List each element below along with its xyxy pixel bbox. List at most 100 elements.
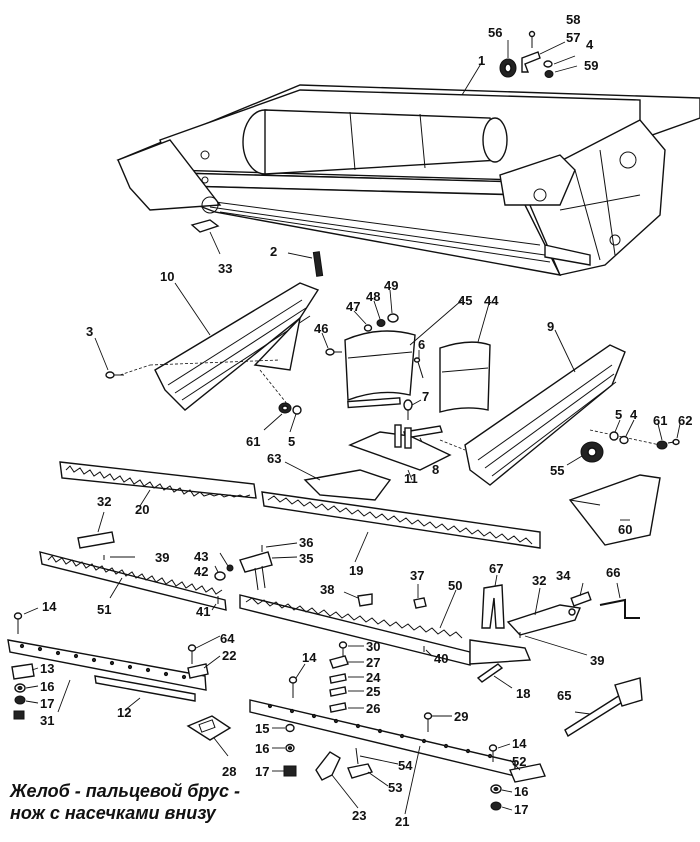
nut-59: [544, 70, 554, 78]
washer-4: [543, 60, 553, 68]
callout-label: 6: [418, 337, 425, 352]
guard-finger-23: [315, 751, 359, 809]
callout-label: 31: [40, 713, 54, 728]
callout-label: 36: [299, 535, 313, 550]
trough-frame: [116, 61, 700, 276]
callout-label: 65: [557, 688, 571, 703]
clamp-52: [509, 759, 546, 783]
diagram-caption: Желоб - пальцевой брус - нож с насечками…: [10, 780, 330, 824]
washers-42-43: [214, 552, 234, 581]
fasteners-46-49: [321, 289, 399, 356]
rivet-40: [423, 646, 433, 657]
callout-label: 63: [267, 451, 281, 466]
callout-label: 45: [458, 293, 472, 308]
callout-label: 12: [117, 705, 131, 720]
callout-label: 17: [40, 696, 54, 711]
cover-left-10: [119, 282, 320, 411]
bracket-33: [190, 219, 221, 255]
knife-head-32-left: [77, 511, 115, 549]
callout-label: 20: [135, 502, 149, 517]
callout-label: 4: [586, 37, 594, 52]
pin-39-right: [519, 632, 588, 656]
callout-label: 10: [160, 269, 174, 284]
clip-35: [239, 551, 298, 591]
fasteners-right-5-4-61-62: [609, 419, 681, 450]
callout-label: 49: [384, 278, 398, 293]
clip-38: [343, 591, 373, 607]
callout-label: 25: [366, 684, 380, 699]
clamp-13: [11, 663, 39, 680]
bracket-66: [599, 582, 640, 619]
callout-label: 52: [512, 754, 526, 769]
callout-label: 18: [516, 686, 530, 701]
plate-28: [186, 715, 232, 757]
callout-label: 43: [194, 549, 208, 564]
callout-label: 40: [434, 651, 448, 666]
callout-label: 44: [484, 293, 499, 308]
pin-54: [355, 747, 399, 765]
knife-head-32-right: [506, 587, 581, 636]
callout-label: 32: [97, 494, 111, 509]
callout-label: 46: [314, 321, 328, 336]
callout-label: 53: [388, 780, 402, 795]
rod-65: [564, 677, 643, 738]
callout-label: 54: [398, 758, 413, 773]
callout-label: 16: [255, 741, 269, 756]
tray-11: [348, 424, 452, 481]
callout-label: 41: [196, 604, 210, 619]
callout-label: 19: [349, 563, 363, 578]
callout-label: 64: [220, 631, 235, 646]
callout-label: 61: [653, 413, 667, 428]
bracket-57: [521, 51, 541, 73]
callout-label: 1: [478, 53, 485, 68]
callout-label: 3: [86, 324, 93, 339]
clip-67: [481, 574, 505, 629]
callout-label: 35: [299, 551, 313, 566]
clamp-22: [187, 655, 221, 679]
knife-19: [261, 491, 541, 563]
callout-label: 56: [488, 25, 502, 40]
callout-label: 67: [489, 561, 503, 576]
callout-label: 27: [366, 655, 380, 670]
callout-label: 13: [40, 661, 54, 676]
rivet-41: [211, 596, 219, 611]
callout-label: 55: [550, 463, 564, 478]
nut-17-left: [14, 695, 39, 705]
strip-12: [94, 675, 196, 711]
callout-label: 11: [404, 471, 418, 486]
nut-17-right: [490, 801, 513, 811]
callout-label: 30: [366, 639, 380, 654]
caption-line-2: нож с насечками внизу: [10, 803, 216, 823]
strip-18: [476, 663, 513, 689]
callout-label: 33: [218, 261, 232, 276]
shield-44: [439, 299, 491, 413]
screw-3: [94, 337, 124, 379]
callout-label: 58: [566, 12, 580, 27]
callout-label: 8: [432, 462, 439, 477]
knife-50: [239, 589, 532, 666]
callout-label: 9: [547, 319, 554, 334]
washer-16-right: [490, 784, 513, 794]
screw-14-left: [13, 607, 39, 634]
bolt-64: [187, 635, 221, 664]
callout-label: 39: [155, 550, 169, 565]
callout-label: 21: [395, 814, 409, 829]
caption-line-1: Желоб - пальцевой брус -: [10, 781, 240, 801]
callout-label: 29: [454, 709, 468, 724]
fastener-group-top: [499, 30, 578, 78]
callout-label: 14: [42, 599, 57, 614]
callout-label: 34: [556, 568, 571, 583]
callout-label: 17: [255, 764, 269, 779]
callout-label: 66: [606, 565, 620, 580]
washers-61-5-left: [263, 402, 302, 433]
guard-53: [347, 763, 389, 787]
callout-label: 37: [410, 568, 424, 583]
callout-label: 61: [246, 434, 260, 449]
callout-label: 5: [288, 434, 295, 449]
callout-label: 48: [366, 289, 380, 304]
plate-63: [284, 461, 392, 501]
screw-14-right: [488, 743, 511, 762]
callout-label: 16: [40, 679, 54, 694]
